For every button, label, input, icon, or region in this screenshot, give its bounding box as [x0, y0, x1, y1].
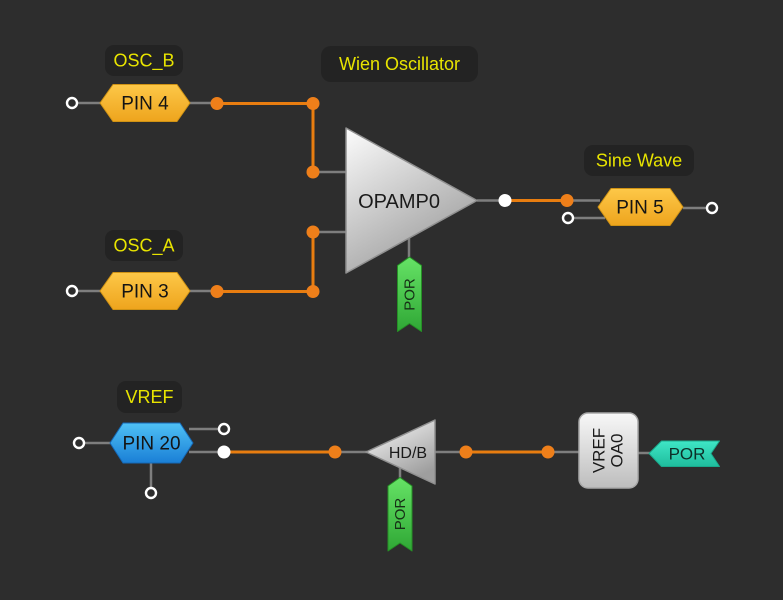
- pin5-aux-port-ring[interactable]: [561, 211, 575, 225]
- hdb-component[interactable]: HD/B: [365, 419, 436, 485]
- opamp0-por-text-group: POR: [402, 278, 419, 311]
- junction-dot-pin3-out[interactable]: [210, 285, 224, 298]
- hdb-triangle[interactable]: [365, 419, 436, 485]
- pin20-output-dot[interactable]: [217, 445, 231, 459]
- opamp0-por-flag[interactable]: POR: [397, 256, 422, 332]
- pin20-hexagon[interactable]: [109, 422, 194, 464]
- opamp0-por-flag-shape[interactable]: [397, 256, 422, 332]
- junction-dot-pin3-corner[interactable]: [306, 285, 320, 298]
- pin3-hexagon[interactable]: [99, 272, 191, 310]
- junction-dot-hdb-out[interactable]: [459, 445, 473, 459]
- hdb-por-text-group: POR: [392, 498, 409, 531]
- tag-vref-label: VREF: [125, 387, 173, 407]
- junction-dot-opamp-in1[interactable]: [306, 165, 320, 179]
- pin3-node[interactable]: PIN 3: [99, 272, 191, 310]
- opamp0-output-dot[interactable]: [498, 194, 512, 207]
- tag-sine-wave-bg: [584, 145, 694, 176]
- pin20-label: PIN 20: [122, 434, 180, 455]
- hdb-por-flag[interactable]: POR: [387, 477, 413, 552]
- vref-oa0-box[interactable]: [578, 412, 639, 489]
- vref-oa0-label-group: VREF OA0: [590, 428, 627, 473]
- pin20-bottom-port-ring[interactable]: [144, 486, 158, 500]
- opamp0-component[interactable]: OPAMP0: [345, 127, 478, 274]
- tag-osc-b[interactable]: OSC_B: [105, 45, 183, 76]
- vref-oa0-por-flag[interactable]: POR: [648, 440, 720, 467]
- tag-wien-oscillator[interactable]: Wien Oscillator: [321, 46, 478, 82]
- tag-osc-b-label: OSC_B: [113, 51, 174, 72]
- pin3-left-port-ring[interactable]: [65, 284, 79, 298]
- opamp0-label: OPAMP0: [358, 191, 440, 213]
- tag-sine-wave[interactable]: Sine Wave: [584, 145, 694, 176]
- pin20-node[interactable]: PIN 20: [109, 422, 194, 464]
- pin20-right-top-port-ring[interactable]: [217, 422, 231, 436]
- junction-dot-pin4-corner[interactable]: [306, 97, 320, 110]
- tag-osc-b-bg: [105, 45, 183, 76]
- opamp0-por-label: POR: [402, 278, 419, 311]
- junction-dot-pin5-in[interactable]: [560, 194, 574, 207]
- tag-vref[interactable]: VREF: [117, 381, 182, 413]
- pin5-right-port-ring[interactable]: [705, 201, 719, 215]
- vref-oa0-por-flag-shape[interactable]: [648, 440, 720, 467]
- opamp0-triangle[interactable]: [345, 127, 478, 274]
- hdb-label: HD/B: [389, 445, 427, 462]
- tag-sine-wave-label: Sine Wave: [596, 151, 682, 171]
- pin4-hexagon[interactable]: [99, 84, 191, 122]
- tag-wien-oscillator-bg: [321, 46, 478, 82]
- vref-oa0-component[interactable]: VREF OA0: [578, 412, 639, 489]
- pin20-left-port-ring[interactable]: [72, 436, 86, 450]
- junction-dot-hdb-in[interactable]: [328, 445, 342, 459]
- junction-dot-vrefbox-in[interactable]: [541, 445, 555, 459]
- junction-dot-pin4-out[interactable]: [210, 97, 224, 110]
- hdb-por-flag-shape[interactable]: [387, 477, 413, 552]
- hdb-por-label: POR: [392, 498, 409, 531]
- tag-osc-a-bg: [105, 230, 183, 261]
- vref-oa0-label-line2: OA0: [608, 433, 627, 467]
- tag-wien-oscillator-label: Wien Oscillator: [339, 54, 460, 74]
- tag-osc-a[interactable]: OSC_A: [105, 230, 183, 261]
- junction-dot-opamp-in2[interactable]: [306, 225, 320, 239]
- pin4-node[interactable]: PIN 4: [99, 84, 191, 122]
- wire-pin4-to-opamp: [217, 102, 315, 172]
- pin5-node[interactable]: PIN 5: [597, 188, 684, 226]
- pin5-hexagon[interactable]: [597, 188, 684, 226]
- pin5-label: PIN 5: [616, 198, 664, 219]
- wire-pin3-to-opamp: [217, 232, 315, 293]
- pin4-label: PIN 4: [121, 94, 169, 115]
- vref-oa0-por-label: POR: [669, 445, 706, 464]
- pin4-left-port-ring[interactable]: [65, 96, 79, 110]
- pin3-label: PIN 3: [121, 282, 169, 303]
- tag-osc-a-label: OSC_A: [113, 236, 174, 257]
- tag-vref-bg: [117, 381, 182, 413]
- vref-oa0-label-line1: VREF: [590, 428, 609, 473]
